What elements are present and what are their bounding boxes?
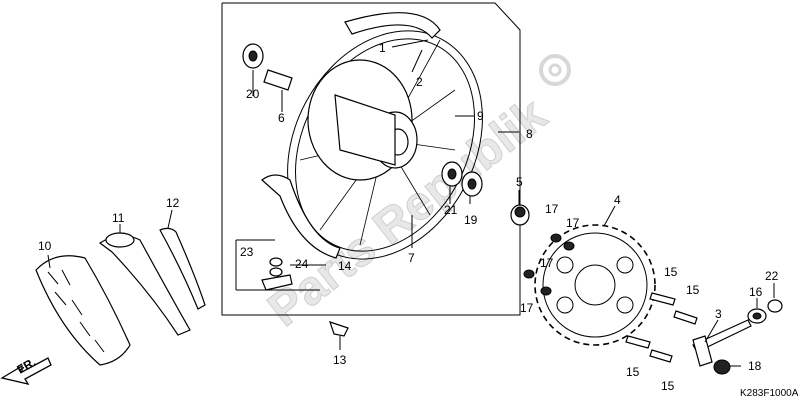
callout-17c: 17: [540, 256, 554, 270]
rim-strip: [159, 227, 206, 310]
inner-tube: [98, 232, 191, 336]
callout-7: 7: [408, 251, 415, 265]
callout-20: 20: [246, 87, 260, 101]
callout-15c: 15: [626, 365, 640, 379]
callout-5: 5: [516, 175, 523, 189]
callout-13: 13: [333, 353, 347, 367]
rim-band: [344, 12, 441, 39]
wheel-damper: [510, 204, 530, 226]
callout-24: 24: [295, 257, 309, 271]
axle-nut: [747, 308, 767, 324]
cap-nut: [767, 299, 783, 313]
diagram-code: K283F1000A: [740, 388, 799, 399]
callout-8: 8: [526, 127, 533, 141]
callout-15b: 15: [686, 283, 700, 297]
callout-11: 11: [112, 211, 125, 225]
callout-17b: 17: [566, 216, 580, 230]
valve-nut: [261, 257, 293, 291]
callout-15d: 15: [661, 379, 675, 393]
callout-2: 2: [416, 75, 423, 89]
callout-14: 14: [338, 259, 352, 273]
callout-4: 4: [614, 193, 621, 207]
callout-labels: 1 2 3 4 5 6 7 8 9 10 11 12 13 14 15 15 1…: [38, 41, 779, 393]
callout-10: 10: [38, 239, 52, 253]
rim-band-lower: [261, 174, 341, 259]
wheel-collar: [242, 43, 264, 69]
callout-3: 3: [715, 307, 722, 321]
leader-lines: [47, 39, 775, 367]
callout-9: 9: [477, 109, 484, 123]
callout-6: 6: [278, 111, 285, 125]
tire: [35, 255, 131, 366]
final-driven-sprocket: [534, 224, 656, 346]
sprocket-bolts: [625, 292, 698, 363]
callout-21: 21: [444, 203, 458, 217]
callout-22: 22: [765, 269, 779, 283]
chain-adjuster: [692, 319, 752, 375]
callout-12: 12: [166, 196, 180, 210]
callout-16: 16: [749, 285, 763, 299]
assembly-boundary: [221, 2, 521, 316]
callout-18: 18: [748, 359, 762, 373]
clip-rivet: [329, 321, 349, 337]
callout-1: 1: [379, 41, 386, 55]
radial-bearings: [441, 161, 483, 197]
distance-collar: [263, 69, 293, 91]
front-arrow-icon: [0, 357, 52, 385]
watermark-gear-icon: [539, 54, 571, 86]
callout-17d: 17: [520, 301, 534, 315]
callout-17a: 17: [545, 202, 559, 216]
sprocket-nuts: [523, 233, 575, 296]
callout-23: 23: [240, 245, 254, 259]
wheel-hub: [307, 59, 418, 181]
callout-19: 19: [464, 213, 478, 227]
callout-15a: 15: [664, 265, 678, 279]
